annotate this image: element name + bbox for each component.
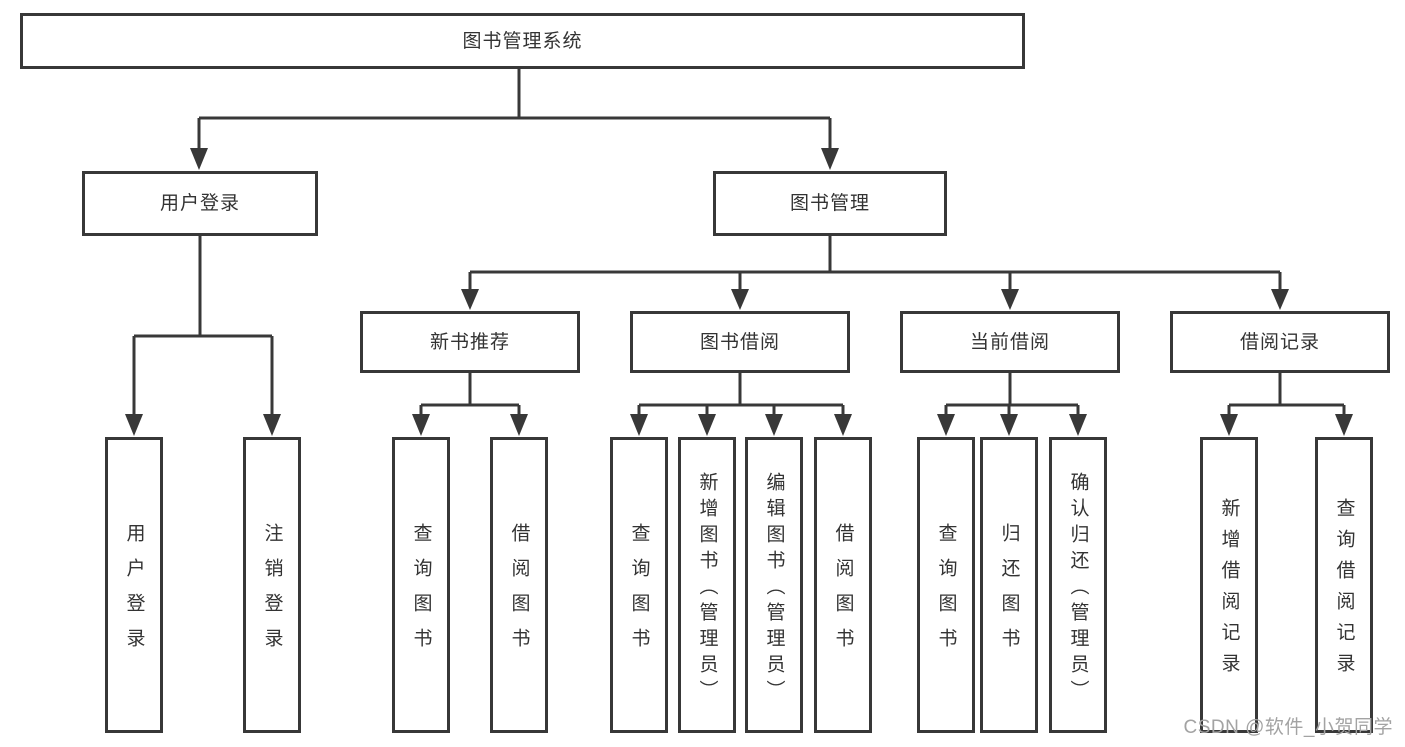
node-label: 当前借阅 <box>969 331 1050 353</box>
node-label: 图书管理 <box>789 193 870 214</box>
watermark-text: CSDN @软件_小贺同学 <box>1183 717 1393 738</box>
leaf-confirm-return-admin: 确认归还（管理员） <box>1049 437 1107 733</box>
node-label: 查询借阅记录 <box>1333 498 1355 684</box>
node-label: 借阅图书 <box>508 523 530 663</box>
node-book-borrowing: 图书借阅 <box>630 311 850 373</box>
connector-new-book-recommendation <box>419 373 521 415</box>
leaf-edit-books-admin: 编辑图书（管理员） <box>745 437 803 733</box>
node-label: 新增图书（管理员） <box>696 471 718 706</box>
node-label: 查询图书 <box>628 523 650 663</box>
leaf-borrow-books-recommend: 借阅图书 <box>490 437 548 733</box>
node-label: 借阅记录 <box>1239 331 1320 353</box>
node-label: 查询图书 <box>410 523 432 663</box>
node-label: 图书借阅 <box>699 331 780 353</box>
connector-book-borrowing <box>637 373 845 415</box>
leaf-add-borrow-record: 新增借阅记录 <box>1200 437 1258 733</box>
node-label: 查询图书 <box>935 523 957 663</box>
connector-book-management-to-level3 <box>468 236 1282 291</box>
connector-root-to-level2 <box>197 69 832 150</box>
node-label: 新增借阅记录 <box>1218 498 1240 684</box>
connector-borrowing-records <box>1227 373 1346 415</box>
arrow-down-icons <box>125 148 1353 436</box>
leaf-query-books-borrowing: 查询图书 <box>610 437 668 733</box>
node-label: 新书推荐 <box>429 331 510 353</box>
node-label: 确认归还（管理员） <box>1067 471 1089 706</box>
leaf-add-books-admin: 新增图书（管理员） <box>678 437 736 733</box>
node-current-borrowing: 当前借阅 <box>900 311 1120 373</box>
leaf-query-books-recommend: 查询图书 <box>392 437 450 733</box>
leaf-user-login: 用户登录 <box>105 437 163 733</box>
node-new-book-recommendation: 新书推荐 <box>360 311 580 373</box>
connector-user-login-to-leaves <box>132 236 274 415</box>
node-book-management: 图书管理 <box>713 171 947 236</box>
leaf-query-books-current: 查询图书 <box>917 437 975 733</box>
leaf-logout-login: 注销登录 <box>243 437 301 733</box>
node-label: 注销登录 <box>261 523 283 663</box>
connector-current-borrowing <box>944 373 1080 415</box>
node-user-login: 用户登录 <box>82 171 318 236</box>
leaf-return-books: 归还图书 <box>980 437 1038 733</box>
node-label: 用户登录 <box>123 523 145 663</box>
node-label: 归还图书 <box>998 523 1020 663</box>
node-label: 借阅图书 <box>832 523 854 663</box>
node-library-management-system: 图书管理系统 <box>20 13 1025 69</box>
node-label: 用户登录 <box>159 193 240 214</box>
node-label: 编辑图书（管理员） <box>763 471 785 706</box>
node-label: 图书管理系统 <box>462 30 583 52</box>
leaf-query-borrow-record: 查询借阅记录 <box>1315 437 1373 733</box>
node-borrowing-records: 借阅记录 <box>1170 311 1390 373</box>
leaf-borrow-books-borrowing: 借阅图书 <box>814 437 872 733</box>
